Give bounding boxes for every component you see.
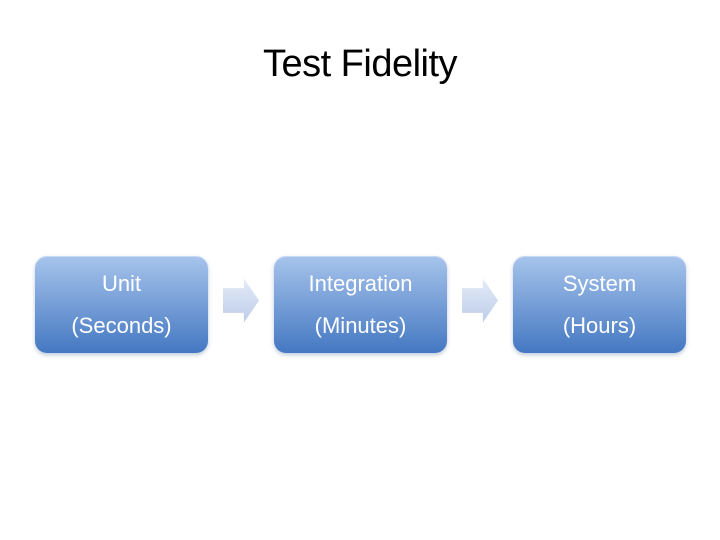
step-label: System [562,270,637,296]
process-step-unit[interactable]: Unit (Seconds) [35,256,208,353]
step-duration: (Minutes) [314,312,407,338]
step-duration: (Hours) [562,312,637,338]
process-flow: Unit (Seconds) Integration (Minutes) Sys… [35,256,686,353]
process-step-integration[interactable]: Integration (Minutes) [274,256,447,353]
step-duration: (Seconds) [71,312,172,338]
step-label: Unit [101,270,142,296]
slide-title: Test Fidelity [262,43,458,85]
process-step-system[interactable]: System (Hours) [513,256,686,353]
step-label: Integration [308,270,413,296]
right-arrow-icon[interactable] [462,278,498,323]
right-arrow-icon[interactable] [223,278,259,323]
